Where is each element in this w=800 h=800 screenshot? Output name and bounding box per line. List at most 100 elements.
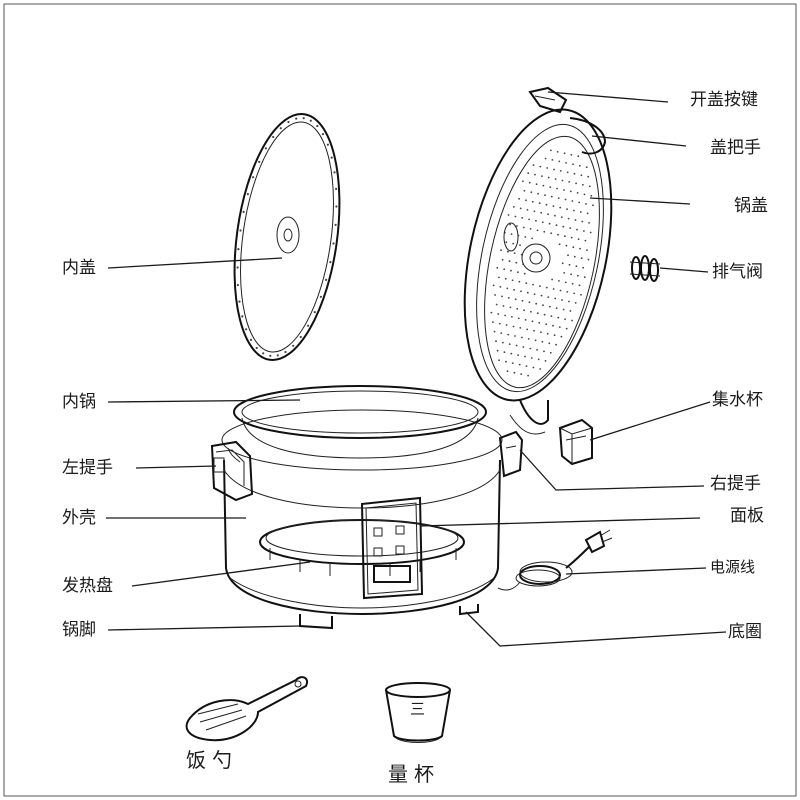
pot-lid-drawing xyxy=(463,86,613,435)
decorative-dot xyxy=(532,283,534,286)
decorative-dot xyxy=(245,328,248,331)
decorative-dot xyxy=(509,306,512,309)
decorative-dot xyxy=(583,193,586,196)
decorative-dot xyxy=(537,192,539,195)
leader-power-cord xyxy=(565,567,707,575)
leader-heating-plate xyxy=(131,561,311,587)
decorative-dot xyxy=(571,319,573,322)
leader-lid-handle xyxy=(591,135,687,147)
decorative-dot xyxy=(519,327,522,329)
decorative-dot xyxy=(571,282,574,285)
leader-inner-pot xyxy=(107,399,301,403)
outer-shell-drawing xyxy=(210,409,524,616)
decorative-dot xyxy=(527,338,530,340)
decorative-dot xyxy=(581,220,584,223)
power-cord-drawing xyxy=(497,529,613,591)
decorative-dot xyxy=(252,176,255,179)
decorative-dot xyxy=(567,217,570,220)
decorative-dot xyxy=(569,190,572,193)
decorative-dot xyxy=(566,171,569,174)
decorative-dot xyxy=(551,278,553,281)
decorative-dot xyxy=(558,326,561,328)
decorative-dot xyxy=(511,316,513,318)
decorative-dot xyxy=(544,194,546,197)
water-cup-drawing xyxy=(558,418,593,466)
decorative-dot xyxy=(511,362,514,364)
decorative-dot xyxy=(563,272,566,274)
decorative-dot xyxy=(554,297,557,300)
decorative-dot xyxy=(335,205,338,208)
decorative-dot xyxy=(565,244,568,247)
decorative-dot xyxy=(498,276,500,279)
decorative-dot xyxy=(580,257,583,260)
decorative-dot xyxy=(541,340,544,343)
label-lid-handle: 盖把手 xyxy=(710,138,761,158)
decorative-dot xyxy=(584,239,587,242)
label-right-handle: 右提手 xyxy=(710,474,761,494)
decorative-dot xyxy=(510,233,513,236)
decorative-dot xyxy=(550,315,553,317)
decorative-dot xyxy=(524,355,526,358)
decorative-dot xyxy=(494,294,496,296)
decorative-dot xyxy=(564,318,566,320)
feet-drawing xyxy=(299,604,479,630)
decorative-dot xyxy=(552,324,554,327)
decorative-dot xyxy=(514,335,516,337)
decorative-dot xyxy=(502,341,504,344)
decorative-dot xyxy=(558,280,560,282)
decorative-dot xyxy=(519,244,521,247)
decorative-dot xyxy=(517,317,520,320)
decorative-dot xyxy=(496,349,499,352)
decorative-dot xyxy=(514,298,517,301)
decorative-dot xyxy=(592,204,594,207)
decorative-dot xyxy=(580,174,583,177)
decorative-dot xyxy=(556,187,558,190)
decorative-dot xyxy=(588,222,590,224)
leader-left-handle xyxy=(135,465,217,469)
decorative-dot xyxy=(511,279,514,282)
decorative-dot xyxy=(573,172,576,175)
decorative-dot xyxy=(548,342,551,345)
decorative-dot xyxy=(531,200,534,203)
decorative-dot xyxy=(538,321,541,324)
decorative-dot xyxy=(526,209,529,211)
decorative-dot xyxy=(564,281,567,284)
decorative-dot xyxy=(507,333,510,336)
decorative-dot xyxy=(532,164,535,167)
decorative-dot xyxy=(558,160,561,163)
decorative-dot xyxy=(563,189,565,191)
decorative-dot xyxy=(242,210,245,213)
decorative-dot xyxy=(576,228,578,231)
decorative-dot xyxy=(269,354,272,357)
decorative-dot xyxy=(539,165,542,168)
decorative-dot xyxy=(561,262,564,265)
decorative-dot xyxy=(532,366,535,369)
decorative-dot xyxy=(516,308,519,310)
decorative-dot xyxy=(495,340,497,343)
decorative-dot xyxy=(531,237,534,240)
measuring-cup-marks: 三 xyxy=(410,700,426,718)
decorative-dot xyxy=(241,315,244,318)
decorative-dot xyxy=(568,263,571,266)
decorative-dot xyxy=(309,119,312,122)
decorative-dot xyxy=(582,266,585,269)
label-panel: 面板 xyxy=(730,506,764,526)
decorative-dot xyxy=(521,336,523,339)
decorative-dot xyxy=(573,209,575,212)
decorative-dot xyxy=(533,293,536,296)
leader-steam-valve xyxy=(659,267,709,273)
label-inner-lid: 内盖 xyxy=(62,258,96,278)
decorative-dot xyxy=(272,135,275,139)
decorative-dot xyxy=(553,334,556,337)
decorative-dot xyxy=(570,273,572,276)
decorative-dot xyxy=(545,203,548,206)
decorative-dot xyxy=(547,176,550,179)
decorative-dot xyxy=(237,248,240,251)
decorative-dot xyxy=(512,325,515,328)
decorative-dot xyxy=(258,160,261,163)
decorative-dot xyxy=(507,297,510,299)
decorative-dot xyxy=(526,328,529,331)
decorative-dot xyxy=(330,156,333,159)
decorative-dot xyxy=(548,222,551,225)
